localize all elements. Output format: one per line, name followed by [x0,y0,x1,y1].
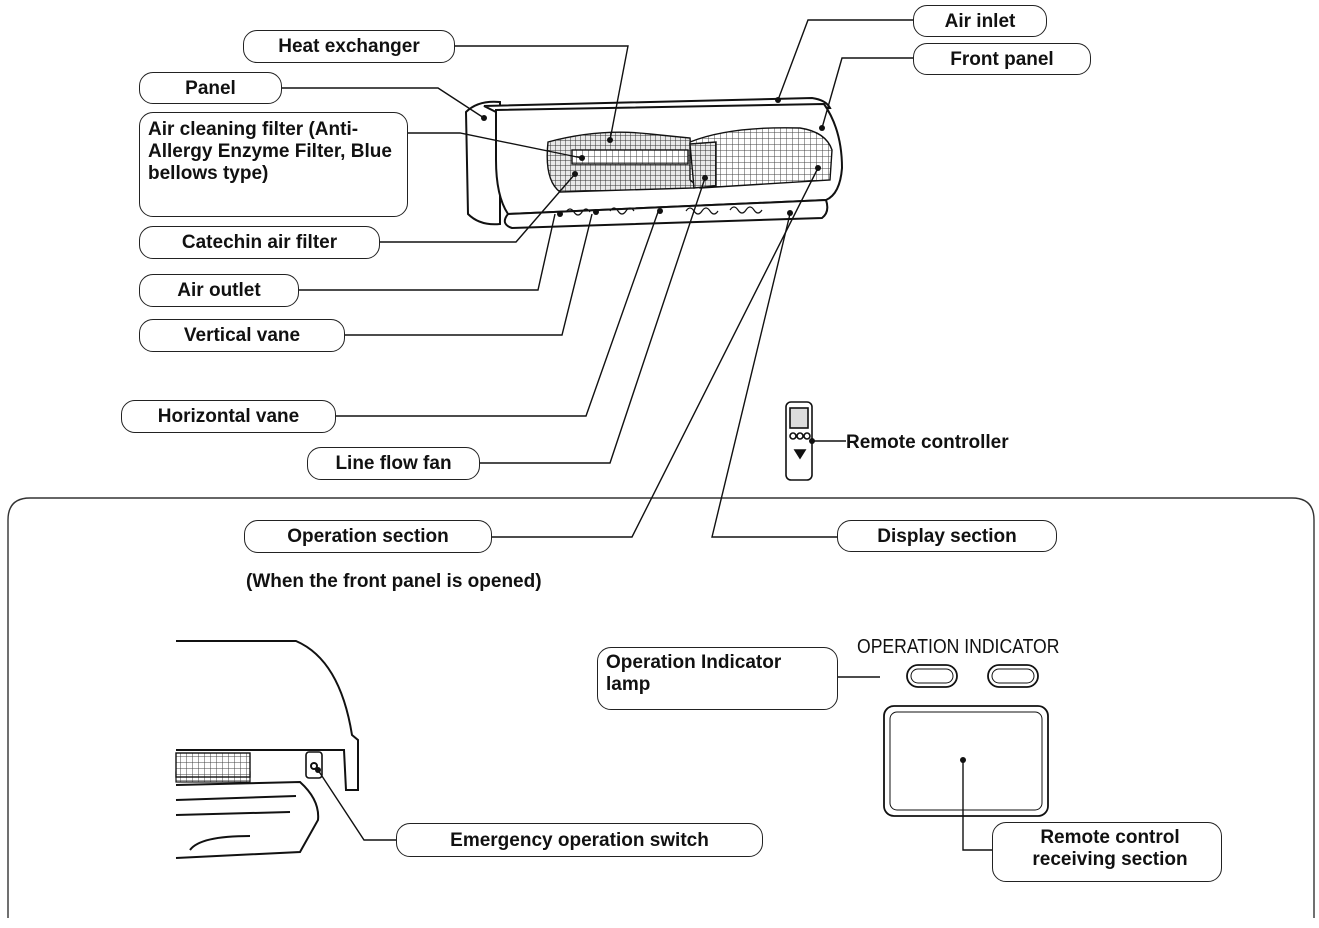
bottom-outlet [503,198,829,230]
label-horizontal-vane: Horizontal vane [121,400,336,433]
label-heat-exchanger: Heat exchanger [243,30,455,63]
air-cleaning-filter-strip [571,149,689,165]
front-filter-mesh [689,127,833,189]
label-operation-indicator-lamp: Operation Indicator lamp [597,647,838,710]
side-panel [464,100,501,226]
label-air-inlet: Air inlet [913,5,1047,37]
label-emergency-operation-switch: Emergency operation switch [396,823,763,857]
label-remote-control-receiving-section: Remote control receiving section [992,822,1222,882]
leader-dots [315,97,966,773]
label-catechin-air-filter: Catechin air filter [139,226,380,259]
label-air-outlet: Air outlet [139,274,299,307]
note-front-panel-opened: (When the front panel is opened) [246,571,542,592]
label-panel: Panel [139,72,282,104]
opened-panel-detail [175,640,359,859]
vane-swirls [565,206,763,216]
label-air-cleaning-filter: Air cleaning filter (Anti-Allergy Enzyme… [139,112,408,217]
leader-lines [282,19,992,851]
receiver-window [883,705,1049,817]
vanes [557,208,793,217]
filters [546,127,833,193]
indicator-lamp-2 [987,664,1039,688]
operation-indicator-title: OPERATION INDICATOR [857,636,1060,658]
emergency-switch-button [305,751,323,779]
label-vertical-vane: Vertical vane [139,319,345,352]
label-line-flow-fan: Line flow fan [307,447,480,480]
label-operation-section: Operation section [244,520,492,553]
bellows-filter [689,141,717,189]
label-remote-controller: Remote controller [846,432,1009,453]
remote-controller-drawing [785,401,813,481]
indicator-lamp-1 [906,664,958,688]
label-front-panel: Front panel [913,43,1091,75]
label-display-section: Display section [837,520,1057,552]
detail-frame [7,497,1315,918]
indicator-panel [883,664,1049,817]
